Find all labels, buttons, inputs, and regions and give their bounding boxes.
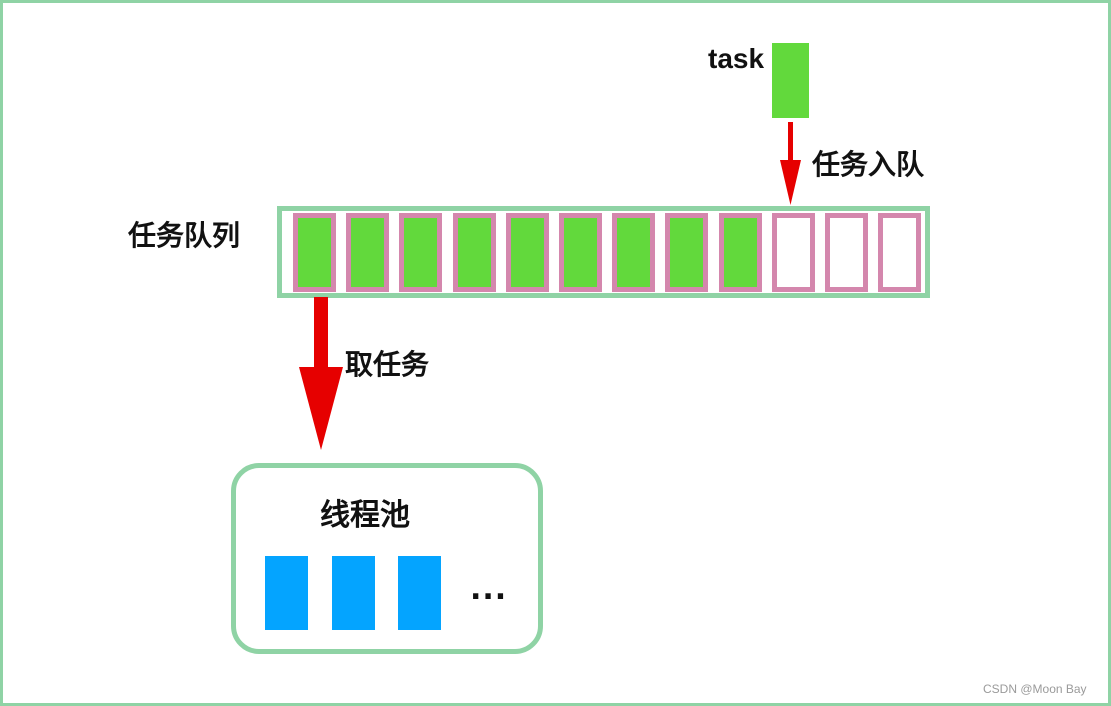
queue-slot-empty: [878, 213, 921, 292]
thread-pool-title: 线程池: [320, 498, 410, 533]
queue-slot-filled: [293, 213, 336, 292]
queue-slot-filled: [719, 213, 762, 292]
queue-slot-empty: [825, 213, 868, 292]
queue-slot-empty: [772, 213, 815, 292]
enqueue-label: 任务入队: [812, 148, 925, 181]
queue-slot-filled: [346, 213, 389, 292]
queue-label: 任务队列: [128, 219, 241, 252]
thread-block: [398, 556, 441, 630]
queue-slot-filled: [612, 213, 655, 292]
thread-block: [265, 556, 308, 630]
task-label: task: [708, 43, 765, 74]
queue-slot-filled: [559, 213, 602, 292]
queue-slot-filled: [665, 213, 708, 292]
queue-slot-filled: [506, 213, 549, 292]
dequeue-label: 取任务: [345, 348, 430, 381]
task-block: [772, 43, 809, 118]
thread-block: [332, 556, 375, 630]
thread-pool-ellipsis: ...: [470, 572, 508, 607]
queue-slot-filled: [399, 213, 442, 292]
watermark: CSDN @Moon Bay: [983, 682, 1087, 696]
queue-slot-filled: [453, 213, 496, 292]
